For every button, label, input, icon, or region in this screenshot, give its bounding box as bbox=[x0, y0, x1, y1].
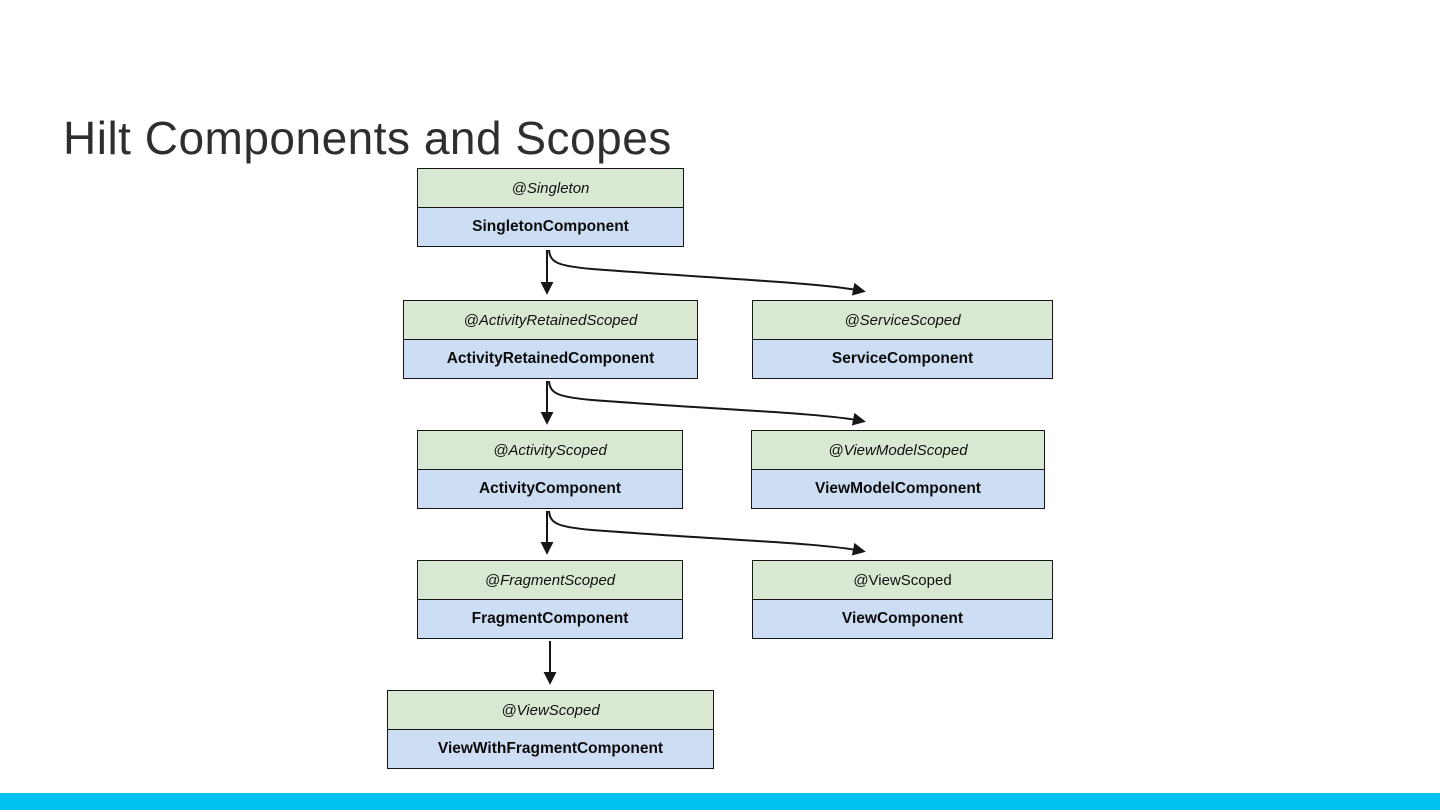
node-view-with-fragment-component: @ViewScoped ViewWithFragmentComponent bbox=[387, 690, 714, 769]
arrow-singleton-to-service bbox=[548, 249, 866, 296]
scope-label-view-with-fragment: @ViewScoped bbox=[388, 691, 713, 730]
slide-title: Hilt Components and Scopes bbox=[63, 111, 672, 164]
component-label-activity: ActivityComponent bbox=[418, 470, 682, 508]
scope-label-activity: @ActivityScoped bbox=[418, 431, 682, 470]
component-label-view: ViewComponent bbox=[753, 600, 1052, 638]
arrow-activity-to-view bbox=[548, 510, 866, 556]
arrow-activityretained-to-viewmodel bbox=[548, 380, 866, 426]
node-view-model-component: @ViewModelScoped ViewModelComponent bbox=[751, 430, 1045, 509]
node-view-component: @ViewScoped ViewComponent bbox=[752, 560, 1053, 639]
scope-label-singleton: @Singleton bbox=[418, 169, 683, 208]
component-label-view-with-fragment: ViewWithFragmentComponent bbox=[388, 730, 713, 768]
node-fragment-component: @FragmentScoped FragmentComponent bbox=[417, 560, 683, 639]
component-label-activity-retained: ActivityRetainedComponent bbox=[404, 340, 697, 378]
scope-label-activity-retained: @ActivityRetainedScoped bbox=[404, 301, 697, 340]
component-label-service: ServiceComponent bbox=[753, 340, 1052, 378]
scope-label-service: @ServiceScoped bbox=[753, 301, 1052, 340]
component-label-fragment: FragmentComponent bbox=[418, 600, 682, 638]
scope-label-view-model: @ViewModelScoped bbox=[752, 431, 1044, 470]
scope-label-view: @ViewScoped bbox=[753, 561, 1052, 600]
node-activity-component: @ActivityScoped ActivityComponent bbox=[417, 430, 683, 509]
scope-label-fragment: @FragmentScoped bbox=[418, 561, 682, 600]
component-label-view-model: ViewModelComponent bbox=[752, 470, 1044, 508]
node-activity-retained-component: @ActivityRetainedScoped ActivityRetained… bbox=[403, 300, 698, 379]
node-singleton-component: @Singleton SingletonComponent bbox=[417, 168, 684, 247]
slide-footer-accent-bar bbox=[0, 793, 1440, 810]
component-label-singleton: SingletonComponent bbox=[418, 208, 683, 246]
node-service-component: @ServiceScoped ServiceComponent bbox=[752, 300, 1053, 379]
